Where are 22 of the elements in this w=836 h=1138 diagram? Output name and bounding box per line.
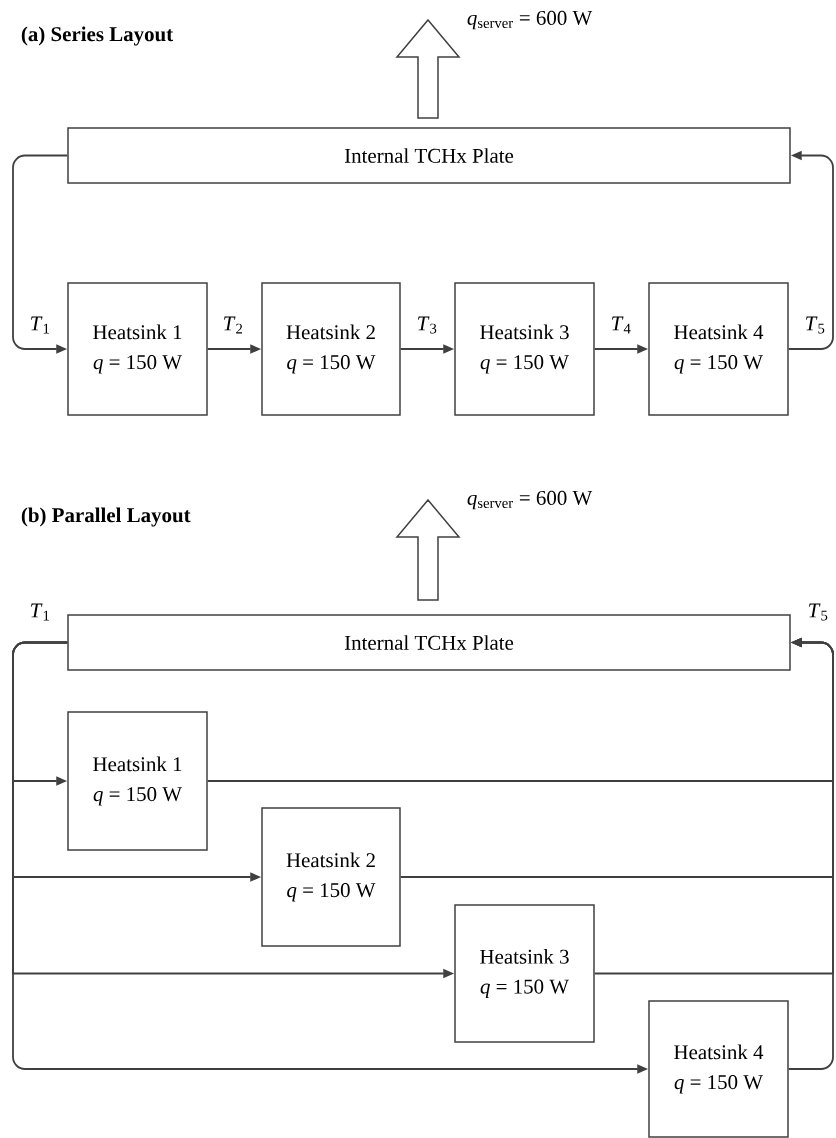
- section-heading: (a) Series Layout: [21, 26, 174, 46]
- edge-label: T$_{5}$: [803, 315, 827, 335]
- heatsink-box: Heatsink 2 q = 150 W: [261, 282, 401, 416]
- arrow: [12, 154, 69, 354]
- edge-label: T$_{3}$: [415, 315, 439, 335]
- heatsink-box: Heatsink 2 q = 150 W: [261, 807, 401, 947]
- edge-label: T$_{4}$: [609, 315, 633, 335]
- edge-label: T$_{1}$: [28, 315, 52, 335]
- heatsink-box: Heatsink 3 q = 150 W: [454, 282, 595, 416]
- edge-label: T$_{2}$: [221, 315, 245, 335]
- plate-box: Internal TCHx Plate: [67, 127, 791, 184]
- temperature-label: T$_{1}$: [31, 603, 49, 621]
- heatsink-box: Heatsink 4 q = 150 W: [648, 282, 789, 416]
- heatsink-box: Heatsink 3 q = 150 W: [454, 904, 595, 1043]
- temperature-label: T$_{5}$: [809, 603, 828, 621]
- heatsink-box: Heatsink 4 q = 150 W: [648, 1000, 789, 1138]
- heatsink-box: Heatsink 1 q = 150 W: [67, 282, 208, 416]
- heat-flow-label: q$_{server}$ = 600 W: [467, 10, 593, 30]
- plate-box: Internal TCHx Plate: [67, 614, 791, 671]
- section-heading: (b) Parallel Layout: [21, 507, 191, 527]
- heatsink-box: Heatsink 1 q = 150 W: [67, 711, 208, 851]
- heat-flow-label: q$_{server}$ = 600 W: [467, 490, 593, 510]
